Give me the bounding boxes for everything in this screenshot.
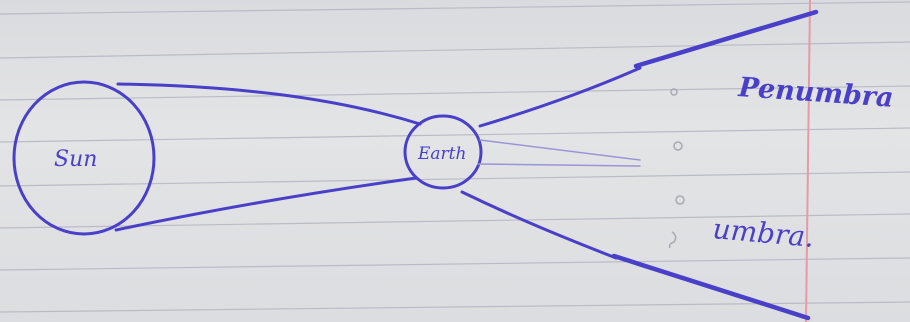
umbra-cone-upper xyxy=(480,140,640,160)
upper-ray-beyond xyxy=(480,68,640,126)
penumbra-lower-edge xyxy=(614,256,808,318)
sun-label: Sun xyxy=(54,147,97,172)
upper-ray-sun-earth xyxy=(118,84,420,124)
umbra-label: umbra. xyxy=(711,212,815,254)
umbra-cone-lower xyxy=(478,164,640,166)
pencil-marks xyxy=(670,89,685,248)
penumbra-label: Penumbra xyxy=(737,72,895,114)
earth-label: Earth xyxy=(417,144,466,164)
penumbra-upper-edge xyxy=(636,12,816,66)
lower-ray-beyond xyxy=(462,192,616,258)
margin-line xyxy=(806,0,810,322)
